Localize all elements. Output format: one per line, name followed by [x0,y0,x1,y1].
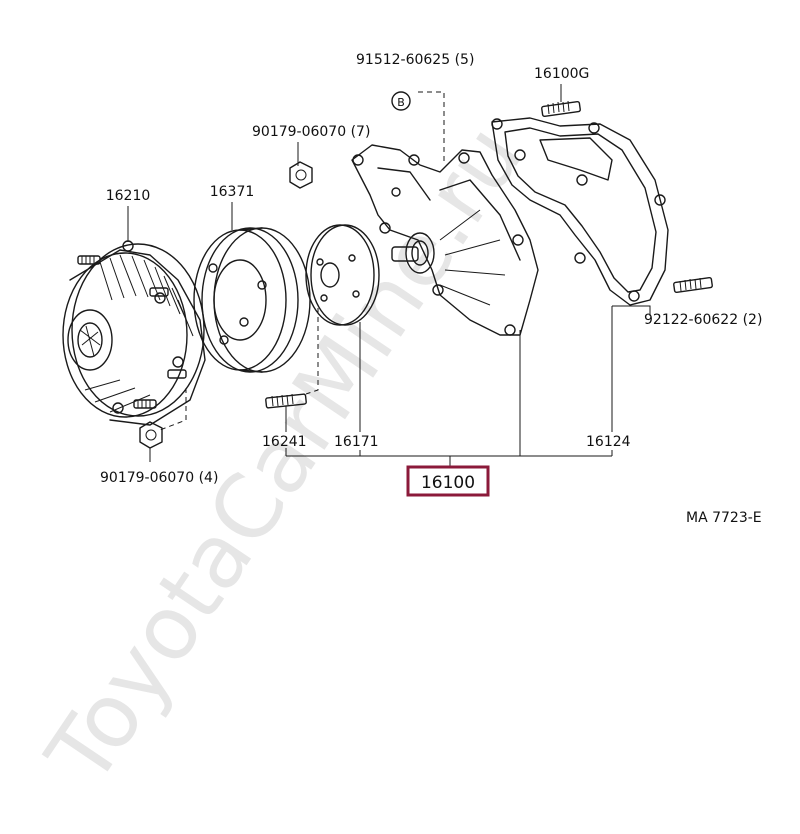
nut-90179-bottom-drawing [139,421,163,449]
leader-lines [127,84,651,468]
stud-92122-drawing [673,276,713,294]
label-16124[interactable]: 16124 [586,434,631,450]
label-92122[interactable]: 92122-60622 (2) [644,312,762,328]
callout-letter-b: B [397,96,405,109]
label-16100-assembly[interactable]: 16100 [421,473,475,493]
gasket-drawing [491,117,669,306]
flange-drawing [305,224,380,326]
assembly-highlight-box [406,465,490,497]
watermark-text: ToyotaCarMine.ru [26,107,542,803]
label-16210[interactable]: 16210 [106,188,151,204]
fan-clutch-drawing [62,240,206,426]
label-91512[interactable]: 91512-60625 (5) [356,52,474,68]
stud-16100g-drawing [541,100,581,118]
nut-90179-top-drawing [289,161,313,189]
water-pump-drawing [351,144,539,336]
label-90179-top[interactable]: 90179-06070 (7) [252,124,370,140]
label-16241[interactable]: 16241 [262,434,307,450]
label-16371[interactable]: 16371 [210,184,255,200]
figure-code: MA 7723-E [686,510,762,526]
bolt-91512-callout: B [391,91,411,111]
label-16100g[interactable]: 16100G [534,66,589,82]
label-16171[interactable]: 16171 [334,434,379,450]
label-90179-bottom[interactable]: 90179-06070 (4) [100,470,218,486]
stud-16241-drawing [265,393,307,409]
dashed-reference-lines [159,91,445,431]
